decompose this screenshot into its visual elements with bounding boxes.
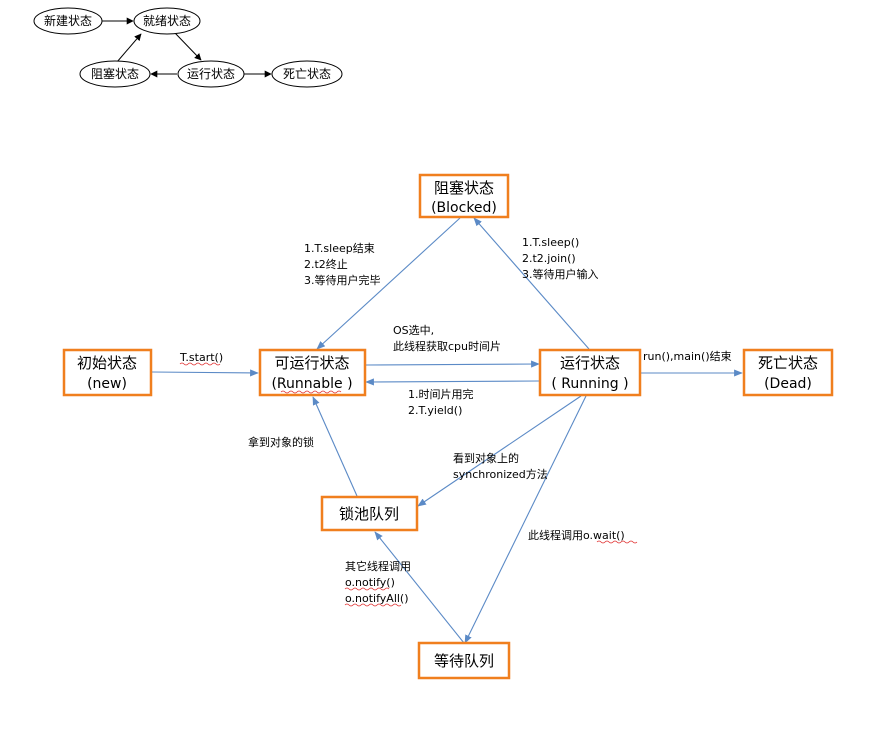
simple-state-diagram: 新建状态 就绪状态 阻塞状态 运行状态 死亡状态 bbox=[33, 7, 343, 88]
label-get-lock: 拿到对象的锁 bbox=[248, 435, 314, 449]
node-dead-state-label: 死亡状态 bbox=[283, 67, 331, 81]
label-to-blocked-1: 1.T.sleep() bbox=[522, 236, 579, 249]
label-to-blocked-3: 3.等待用户输入 bbox=[522, 267, 599, 281]
arrow-waitqueue-to-lockpool bbox=[374, 531, 465, 644]
box-running-title: 运行状态 bbox=[560, 354, 620, 372]
arrow-runnable-to-running bbox=[365, 360, 540, 368]
label-notify-3: o.notifyAll() bbox=[345, 592, 409, 605]
spellcheck-underline bbox=[596, 540, 638, 544]
node-running-state: 运行状态 bbox=[177, 60, 245, 88]
label-notify-1: 其它线程调用 bbox=[345, 559, 411, 573]
node-new-state: 新建状态 bbox=[33, 7, 103, 35]
box-dead-state: 死亡状态 (Dead) bbox=[742, 348, 834, 397]
box-blocked-sub: (Blocked) bbox=[431, 200, 497, 216]
label-to-blocked-2: 2.t2.join() bbox=[522, 252, 576, 265]
label-timeslice-1: 1.时间片用完 bbox=[408, 387, 474, 401]
node-blocked-state: 阻塞状态 bbox=[79, 60, 151, 88]
node-blocked-state-label: 阻塞状态 bbox=[91, 66, 139, 81]
label-sync-2: synchronized方法 bbox=[453, 467, 548, 481]
label-run-end: run(),main()结束 bbox=[643, 350, 732, 363]
edge-blocked-to-ready bbox=[116, 33, 142, 63]
label-os-select-2: 此线程获取cpu时间片 bbox=[393, 339, 501, 353]
label-notify-2: o.notify() bbox=[345, 576, 395, 589]
node-ready-state-label: 就绪状态 bbox=[143, 14, 191, 28]
label-sync-1: 看到对象上的 bbox=[453, 451, 519, 465]
box-runnable-state: 可运行状态 (Runnable ) bbox=[258, 348, 367, 397]
box-initial-state: 初始状态 (new) bbox=[62, 348, 153, 397]
arrow-lockpool-to-runnable bbox=[312, 396, 358, 497]
box-lock-pool-title: 锁池队列 bbox=[339, 505, 399, 523]
box-running-sub: ( Running ) bbox=[551, 376, 628, 392]
node-ready-state: 就绪状态 bbox=[133, 7, 201, 35]
box-dead-sub: (Dead) bbox=[764, 376, 812, 392]
arrow-running-to-lockpool bbox=[417, 395, 582, 507]
spellcheck-underline bbox=[179, 362, 221, 366]
label-start: T.start() bbox=[179, 351, 223, 364]
spellcheck-underline bbox=[344, 603, 402, 607]
spellcheck-underline bbox=[280, 390, 342, 394]
arrow-blocked-to-runnable bbox=[316, 217, 461, 350]
label-from-blocked-2: 2.t2终止 bbox=[304, 257, 348, 271]
label-from-blocked-1: 1.T.sleep结束 bbox=[304, 242, 375, 255]
spellcheck-underline bbox=[344, 587, 390, 591]
arrow-running-to-blocked bbox=[473, 217, 590, 350]
box-wait-queue-title: 等待队列 bbox=[434, 652, 494, 670]
node-new-state-label: 新建状态 bbox=[44, 13, 92, 28]
box-dead-title: 死亡状态 bbox=[758, 354, 818, 372]
label-timeslice-2: 2.T.yield() bbox=[408, 404, 462, 417]
box-initial-sub: (new) bbox=[87, 376, 127, 392]
main-arrows bbox=[151, 217, 743, 644]
box-blocked-title: 阻塞状态 bbox=[434, 179, 494, 197]
node-running-state-label: 运行状态 bbox=[187, 67, 235, 81]
box-runnable-title: 可运行状态 bbox=[274, 354, 349, 372]
box-wait-queue: 等待队列 bbox=[417, 641, 511, 680]
edge-ready-to-running bbox=[174, 32, 202, 61]
label-from-blocked-3: 3.等待用户完毕 bbox=[304, 273, 381, 287]
arrow-initial-to-runnable bbox=[151, 369, 259, 377]
edge-labels: T.start() OS选中, 此线程获取cpu时间片 1.时间片用完 2.T.… bbox=[179, 236, 732, 607]
arrow-running-to-waitqueue bbox=[464, 395, 587, 644]
box-blocked-state: 阻塞状态 (Blocked) bbox=[418, 173, 510, 219]
node-dead-state: 死亡状态 bbox=[271, 60, 343, 88]
box-running-state: 运行状态 ( Running ) bbox=[538, 348, 642, 397]
arrow-running-to-runnable bbox=[365, 378, 540, 386]
box-initial-title: 初始状态 bbox=[77, 354, 137, 372]
label-os-select-1: OS选中, bbox=[393, 324, 434, 337]
box-lock-pool: 锁池队列 bbox=[320, 495, 419, 532]
box-runnable-sub: (Runnable ) bbox=[271, 376, 352, 392]
label-wait-call: 此线程调用o.wait() bbox=[528, 528, 625, 542]
